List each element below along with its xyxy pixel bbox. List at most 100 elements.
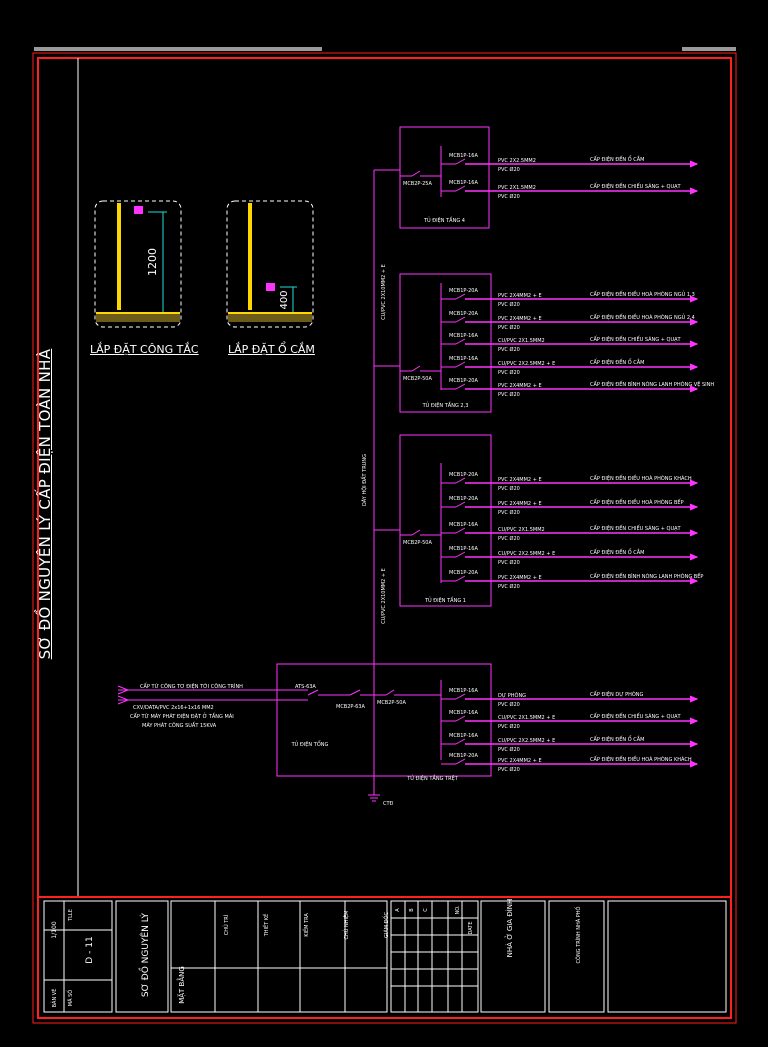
main-breaker-label: MCB2P-63A bbox=[336, 704, 365, 710]
drawing-number: D - 11 bbox=[85, 936, 95, 963]
title-block-field: BẢN VẼ bbox=[50, 989, 58, 1008]
feeder-breaker-label: MCB1P-20A bbox=[449, 288, 478, 294]
feeder-destination-label: CẤP ĐIỆN ĐẾN Ổ CẮM bbox=[590, 548, 644, 556]
revision-mark: B bbox=[409, 908, 415, 912]
feeder-destination-label: CẤP ĐIỆN ĐẾN ĐIỀU HOÀ PHÒNG KHÁCH bbox=[590, 755, 692, 763]
feeder-destination-label: CẤP ĐIỆN ĐẾN BÌNH NÓNG LẠNH PHÒNG BẾP bbox=[590, 572, 703, 580]
feeder-conduit-label: PVC Ø20 bbox=[498, 535, 520, 542]
owner-name: CÔNG TRÌNH NHÀ PHỐ bbox=[574, 906, 582, 963]
socket-detail-title: LẮP ĐẶT Ổ CẮM bbox=[228, 343, 315, 356]
riser-label-upper: CU/PVC 2X10MM2 + E bbox=[381, 264, 387, 320]
title-block-field: TLLE bbox=[68, 909, 74, 922]
switch-height-dim: 1200 bbox=[146, 248, 159, 276]
title-block bbox=[43, 900, 727, 1013]
no-label: NO. bbox=[455, 905, 461, 914]
feeder-destination-label: CẤP ĐIỆN ĐẾN Ổ CẮM bbox=[590, 155, 644, 163]
title-block-role: KIỂM TRA bbox=[302, 913, 310, 937]
feeder-breaker-label: MCB1P-16A bbox=[449, 688, 478, 694]
title-block-role: GIÁM ĐỐC bbox=[382, 912, 390, 938]
switch-icon bbox=[134, 206, 143, 214]
feeder-cable-label: CU/PVC 2X1.5MM2 + E bbox=[498, 715, 555, 721]
panel-name: TỦ ĐIỆN TẦNG 2,3 bbox=[422, 401, 469, 409]
feeder-destination-label: CẤP ĐIỆN ĐẾN ĐIỀU HOÀ PHÒNG KHÁCH bbox=[590, 474, 692, 482]
feeder-conduit-label: PVC Ø20 bbox=[498, 746, 520, 753]
feeder-row: MCB1P-16A CU/PVC 2X2.5MM2 + E PVC Ø20 CẤP Đ… bbox=[441, 733, 699, 753]
feeder-cable-label: CU/PVC 2X1.5MM2 bbox=[498, 338, 545, 344]
feeder-conduit-label: PVC Ø20 bbox=[498, 723, 520, 730]
feeder-row: MCB1P-16A CU/PVC 2X1.5MM2 + E PVC Ø20 CẤP Đ… bbox=[441, 710, 699, 730]
feeder-breaker-label: MCB1P-16A bbox=[449, 180, 478, 186]
title-block-role: CHỦ TRÌ bbox=[222, 914, 230, 935]
feeder-destination-label: CẤP ĐIỆN ĐẾN CHIẾU SÁNG + QUẠT bbox=[590, 182, 682, 190]
feeder-row: MCB1P-20A PVC 2X4MM2 + E PVC Ø20 CẤP ĐIỆN Đ… bbox=[441, 472, 699, 492]
drawing-stage: MẶT BẰNG bbox=[176, 966, 186, 1004]
feeder-breaker-label: MCB1P-16A bbox=[449, 546, 478, 552]
feeder-conduit-label: PVC Ø20 bbox=[498, 166, 520, 173]
incoming-line-4: MÁY PHÁT CÔNG SUẤT 15KVA bbox=[142, 721, 217, 729]
feeder-breaker-label: MCB1P-16A bbox=[449, 710, 478, 716]
feeder-destination-label: CẤP ĐIỆN ĐẾN CHIẾU SÁNG + QUẠT bbox=[590, 712, 682, 720]
feeder-destination-label: CẤP ĐIỆN ĐẾN Ổ CẮM bbox=[590, 735, 644, 743]
viewport-bar-left bbox=[34, 47, 322, 51]
feeder-breaker-label: MCB1P-20A bbox=[449, 378, 478, 384]
socket-height-dim: 400 bbox=[279, 290, 290, 309]
main-board-name: TỦ ĐIỆN TỔNG bbox=[291, 740, 329, 748]
date-label: DATE bbox=[468, 921, 474, 934]
panel-name: TỦ ĐIỆN TẦNG TRỆT bbox=[406, 774, 459, 782]
main-breaker-label: MCB2P-50A bbox=[403, 376, 432, 382]
feeder-destination-label: CẤP ĐIỆN ĐẾN CHIẾU SÁNG + QUẠT bbox=[590, 524, 682, 532]
sheet-title-container: SƠ ĐỒ NGUYÊN LÝ CẤP ĐIỆN TOÀN NHÀ bbox=[30, 346, 60, 662]
feeder-conduit-label: PVC Ø20 bbox=[498, 766, 520, 773]
feeder-destination-label: CẤP ĐIỆN ĐẾN BÌNH NÓNG LẠNH PHÒNG VỆ SIN… bbox=[590, 380, 714, 388]
feeder-destination-label: CẤP ĐIỆN DỰ PHÒNG bbox=[590, 690, 644, 698]
feeder-conduit-label: PVC Ø20 bbox=[498, 391, 520, 398]
feeder-breaker-label: MCB1P-16A bbox=[449, 356, 478, 362]
inner-frame bbox=[37, 57, 732, 1019]
feeder-destination-label: CẤP ĐIỆN ĐẾN ĐIỀU HOÀ PHÒNG BẾP bbox=[590, 498, 684, 506]
revision-mark: A bbox=[395, 908, 401, 912]
feeder-breaker-label: MCB1P-20A bbox=[449, 472, 478, 478]
feeder-destination-label: CẤP ĐIỆN ĐẾN ĐIỀU HOÀ PHÒNG NGỦ 2,4 bbox=[590, 313, 695, 321]
feeder-conduit-label: PVC Ø20 bbox=[498, 301, 520, 308]
main-breaker-label: MCB2P-25A bbox=[403, 181, 432, 187]
panel-name: TỦ ĐIỆN TẦNG 1 bbox=[424, 596, 466, 604]
feeder-cable-label: PVC 2X4MM2 + E bbox=[498, 293, 542, 299]
feeder-conduit-label: PVC Ø20 bbox=[498, 485, 520, 492]
feeder-cable-label: CU/PVC 2X2.5MM2 + E bbox=[498, 361, 555, 367]
feeder-breaker-label: MCB1P-16A bbox=[449, 733, 478, 739]
feeder-cable-label: PVC 2X4MM2 + E bbox=[498, 501, 542, 507]
panel-name: TỦ ĐIỆN TẦNG 4 bbox=[423, 216, 465, 224]
feeder-cable-label: CU/PVC 2X2.5MM2 + E bbox=[498, 738, 555, 744]
feeder-conduit-label: PVC Ø20 bbox=[498, 193, 520, 200]
project-name: NHÀ Ở GIA ĐÌNH bbox=[504, 899, 514, 958]
socket-icon bbox=[266, 283, 275, 291]
feeder-conduit-label: PVC Ø20 bbox=[498, 701, 520, 708]
drawing-scale: 1/100 bbox=[51, 921, 58, 938]
feeder-breaker-label: MCB1P-16A bbox=[449, 153, 478, 159]
feeder-breaker-label: MCB1P-20A bbox=[449, 570, 478, 576]
feeder-conduit-label: PVC Ø20 bbox=[498, 324, 520, 331]
feeder-cable-label: PVC 2X4MM2 + E bbox=[498, 477, 542, 483]
incoming-line-2: CXV/DATA/PVC 2x16+1x16 MM2 bbox=[133, 705, 214, 711]
riser-label-lower: CU/PVC 2X10MM2 + E bbox=[381, 568, 387, 624]
panel-main-board: ATS-63A MCB2P-63A TỦ ĐIỆN TỔNG CẤP TỪ CÔ… bbox=[117, 663, 375, 777]
feeder-cable-label: CU/PVC 2X2.5MM2 + E bbox=[498, 551, 555, 557]
feeder-conduit-label: PVC Ø20 bbox=[498, 583, 520, 590]
riser-labels: CU/PVC 2X10MM2 + E DÂY HỘI ĐẤT TRUNG CU/… bbox=[360, 264, 394, 807]
feeder-conduit-label: PVC Ø20 bbox=[498, 559, 520, 566]
feeder-cable-label: CU/PVC 2X1.5MM2 bbox=[498, 527, 545, 533]
feeder-breaker-label: MCB1P-20A bbox=[449, 753, 478, 759]
